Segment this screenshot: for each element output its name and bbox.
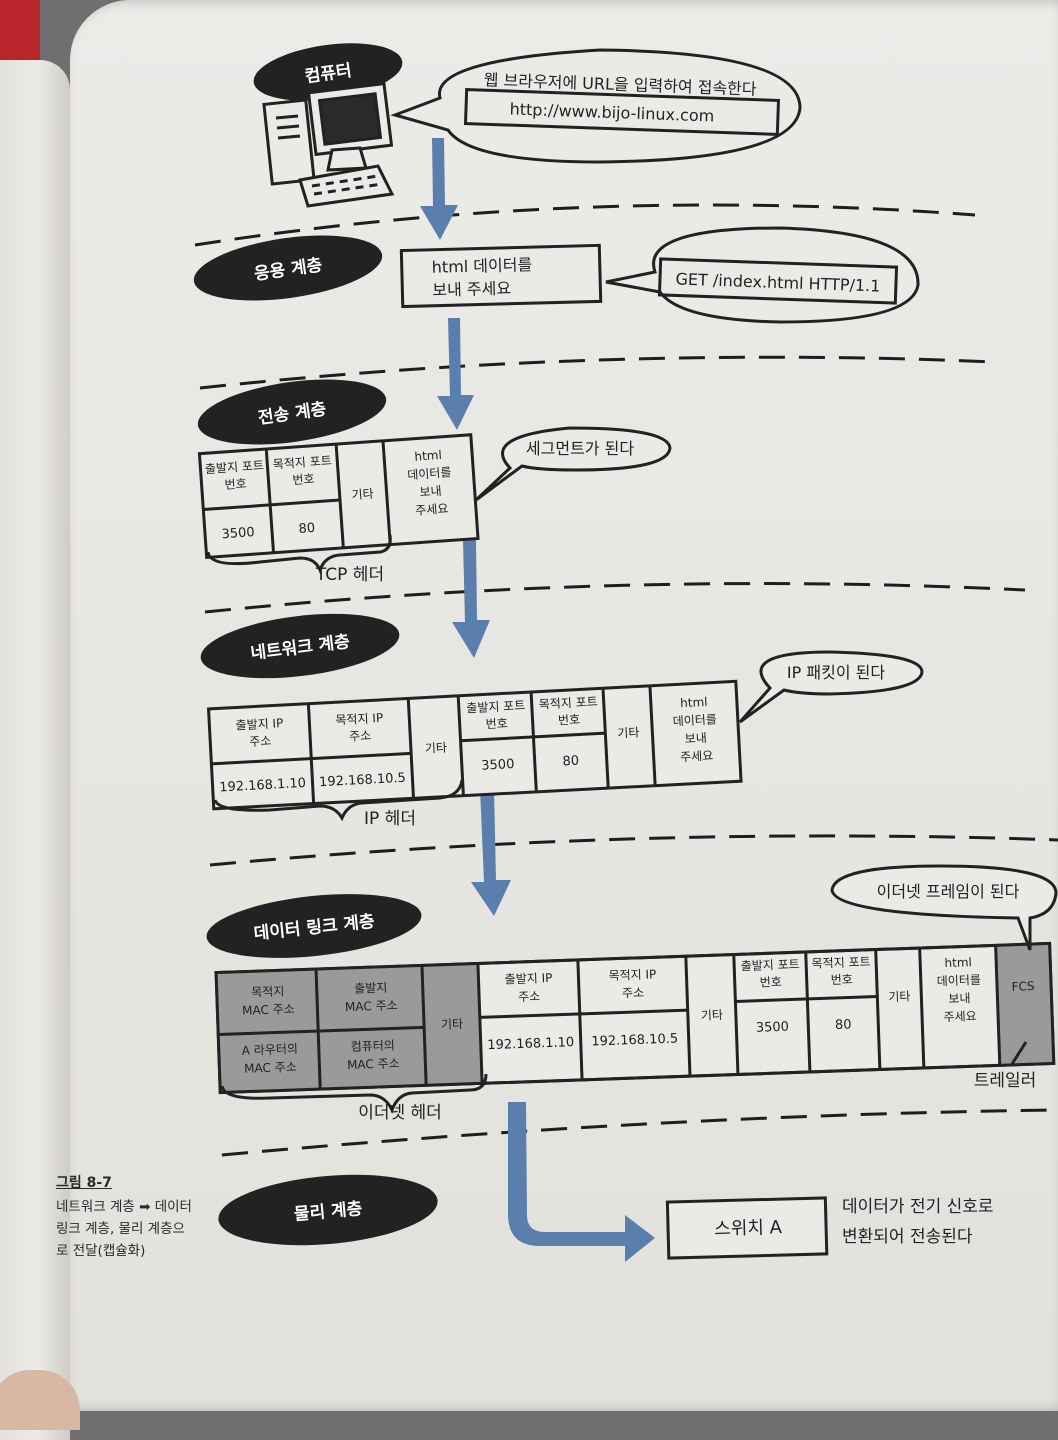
arrow-1 [420,138,458,240]
switch-label: 스위치 A [714,1217,783,1240]
tcp-dst-port-value: 80 [298,521,316,537]
trailer-pointer [1010,1041,1028,1065]
physical-note-line-1: 데이터가 전기 신호로 [842,1197,994,1217]
net-payload-3: 보내 [684,731,707,746]
tcp-payload-2: 데이터를 [407,465,452,482]
tcp-header-brace [206,534,392,575]
dl-tcp-dst-header: 목적지 포트 번호 [811,954,871,988]
flow-arrows [420,138,655,1262]
dl-ip-other-header: 기타 [701,1008,724,1023]
ip-header-label: IP 헤더 [364,809,416,829]
net-payload-1: html [680,695,708,710]
mac-other-cell-shade [421,963,483,1086]
dl-tcp-src-value: 3500 [756,1020,790,1036]
net-tcp-dst-header: 목적지 포트 번호 [538,694,599,728]
trailer-label: 트레일러 [974,1071,1037,1091]
tcp-payload-1: html [414,448,442,464]
ip-dst-value: 192.168.10.5 [319,771,407,791]
background-red-object [0,0,40,60]
separator-4 [209,834,1058,867]
computer-bubble: 웹 브라우저에 URL을 입력하여 접속한다 http://www.bijo-l… [390,48,802,164]
net-tcp-src-header: 출발지 포트 번호 [465,698,526,732]
dl-ip-src-header: 출발지 IP 주소 [504,970,553,1005]
tcp-payload-4: 주세요 [415,501,449,517]
caption-title: 그림 8-7 [56,1175,112,1191]
dl-ip-dst-header: 목적지 IP 주소 [608,967,657,1001]
dl-ip-src-value: 192.168.1.10 [487,1035,574,1053]
application-pill: 응용 계층 [193,235,383,301]
separator-3 [204,582,1026,614]
net-tcp-dst-value: 80 [562,754,579,770]
fcs-cell-shade [995,943,1054,1066]
encapsulation-diagram: 컴퓨터 웹 브라우저에 URL을 입력하여 접속한다 http://www.bi… [193,43,1058,1262]
fcs-label: FCS [1011,979,1034,994]
switch-box: 스위치 A [665,1196,829,1260]
segment-bubble-text: 세그먼트가 된다 [526,439,634,458]
ethernet-frame: 목적지 MAC 주소 출발지 MAC 주소 기타 A 라우터의 MAC 주소 컴… [214,941,1056,1095]
tcp-dst-port-header: 목적지 포트 번호 [272,453,333,488]
transport-pill: 전송 계층 [197,379,387,445]
separator-2 [199,355,996,390]
computer-icon [262,81,395,208]
packet-bubble: IP 패킷이 된다 [738,650,924,724]
dl-tcp-dst-value: 80 [835,1017,852,1033]
mac-dst-cell-shade [216,969,321,1093]
left-book-page [0,60,70,1440]
tcp-other-header: 기타 [351,487,374,503]
net-payload-4: 주세요 [680,749,714,765]
network-pill: 네트워크 계층 [200,613,400,679]
physical-pill: 물리 계층 [218,1174,438,1246]
tcp-header-label: TCP 헤더 [315,565,384,585]
ip-dst-header: 목적지 IP 주소 [335,710,384,744]
ip-header-brace [213,779,464,822]
net-tcp-other-header: 기타 [617,725,640,740]
arrow-4 [471,788,511,916]
mac-other-header: 기타 [441,1017,464,1032]
ethernet-header-label: 이더넷 헤더 [358,1103,442,1123]
figure-caption: 그림 8-7 네트워크 계층 ➡ 데이터 링크 계층, 물리 계층으로 전달(캡… [56,1172,196,1262]
dl-payload-1: html [944,955,972,970]
ip-other-header: 기타 [424,741,447,756]
mac-src-value: 컴퓨터의 MAC 주소 [346,1038,400,1073]
dl-tcp-other-header: 기타 [888,989,911,1004]
frame-bubble-text: 이더넷 프레임이 된다 [877,882,1020,901]
datalink-pill: 데이터 링크 계층 [206,894,422,958]
arrow-2 [437,318,474,430]
dl-payload-2: 데이터를 [937,973,982,989]
ethernet-header-brace [220,1073,488,1114]
mac-src-header: 출발지 MAC 주소 [344,980,398,1015]
layer-separators [194,203,1058,1157]
mac-dst-header: 목적지 MAC 주소 [241,984,295,1018]
dl-ip-dst-value: 192.168.10.5 [591,1032,678,1050]
request-line-2: 보내 주세요 [432,279,511,300]
separator-5 [221,1108,1058,1157]
packet-bubble-text: IP 패킷이 된다 [787,663,885,682]
http-request-box: html 데이터를 보내 주세요 [399,243,603,309]
dl-payload-4: 주세요 [943,1009,977,1024]
dl-tcp-src-header: 출발지 포트 번호 [740,957,800,990]
tcp-payload-3: 보내 [419,484,442,500]
tcp-segment: 출발지 포트 번호 목적지 포트 번호 기타 3500 80 html 데이터를… [197,433,480,560]
arrow-5 [508,1102,655,1262]
mac-dst-value: A 라우터의 MAC 주소 [241,1041,299,1076]
ip-src-header: 출발지 IP 주소 [235,716,284,749]
arrow-3 [452,540,490,658]
net-tcp-src-value: 3500 [481,757,515,774]
tcp-src-port-header: 출발지 포트 번호 [204,458,265,492]
ip-packet: 출발지 IP 주소 목적지 IP 주소 기타 192.168.1.10 192.… [206,679,743,811]
request-line-1: html 데이터를 [432,255,533,277]
segment-bubble: 세그먼트가 된다 [474,426,672,502]
ip-src-value: 192.168.1.10 [219,776,307,796]
frame-bubble: 이더넷 프레임이 된다 [830,864,1058,951]
mac-src-cell-shade [316,965,427,1090]
net-payload-2: 데이터를 [672,712,717,728]
dl-payload-3: 보내 [948,991,971,1006]
caption-text: 네트워크 계층 ➡ 데이터 링크 계층, 물리 계층으로 전달(캡슐화) [56,1199,192,1259]
http-bubble: GET /index.html HTTP/1.1 [605,226,920,324]
physical-note-line-2: 변환되어 전송된다 [842,1227,973,1247]
tcp-src-port-value: 3500 [221,525,255,542]
